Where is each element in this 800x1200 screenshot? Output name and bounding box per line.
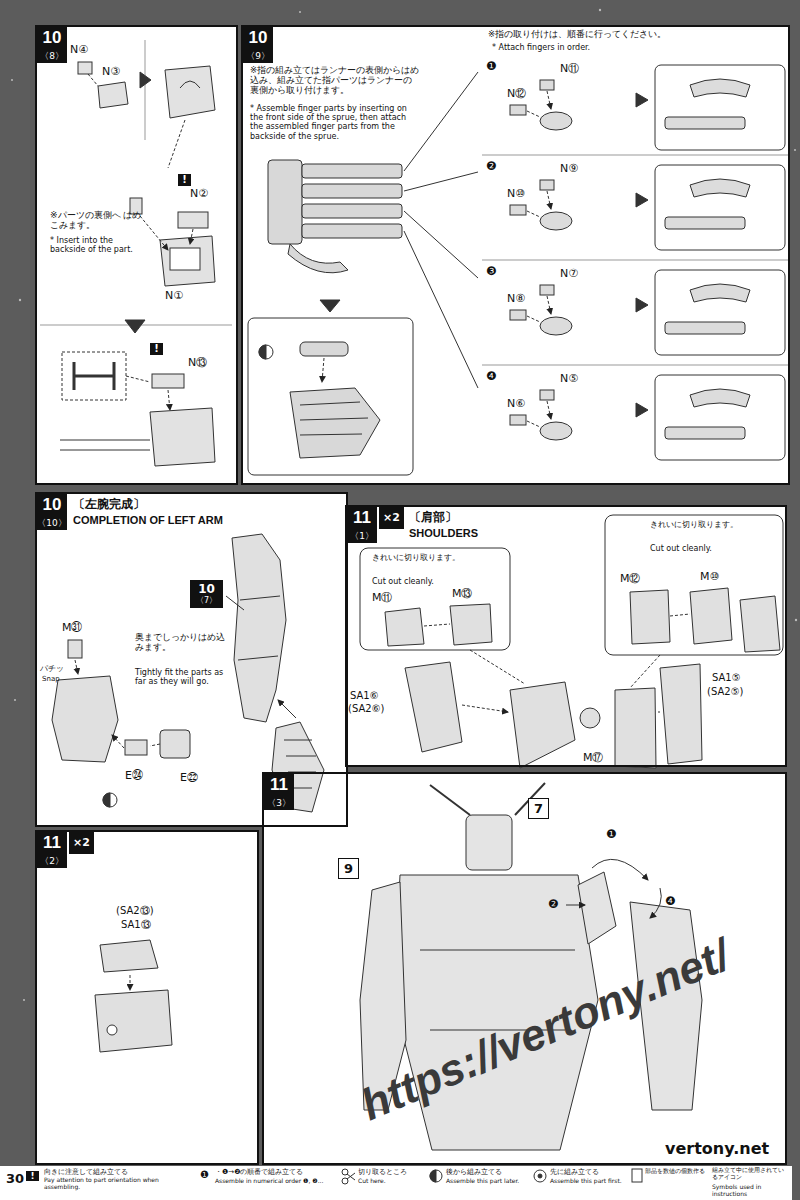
part-label: M⑰ [583,752,604,765]
part-label: (SA2⑥) [348,703,385,715]
legend-note-en: Assemble this part later. [446,1178,536,1185]
legend-note-en: Cut here. [358,1178,386,1185]
part-label: N③ [102,66,120,79]
order-number: ❶ [200,1169,209,1181]
note-en: Cut out cleanly. [372,577,434,586]
legend-note-en: Pay attention to part orientation when a… [44,1177,194,1191]
part-label: (SA2⑬) [116,905,154,917]
part-label: E㉒ [180,772,198,785]
quantity-badge: ×2 [69,832,94,854]
step-number: 10 [37,494,67,516]
part-label: E㉔ [125,770,143,783]
order-number: ❹ [486,370,497,384]
page-number: 30 [6,1172,24,1187]
note-en: * Attach fingers in order. [492,43,590,52]
part-label: M㉛ [62,622,83,635]
sub-step-number: 〈3〉 [264,796,294,810]
note: ※指の組み立てはランナーの表側からはめ込み、組み立てた指パーツはランナーの裏側か… [250,66,420,95]
step-number: 10 [37,27,67,49]
sub-step-number: 〈9〉 [243,49,273,63]
part-label: N② [190,188,208,201]
quantity-badge: ×2 [379,507,404,529]
callout-number: 7 [533,801,544,816]
legend-note-en: Assemble this part first. [550,1178,635,1185]
legend-note: 向きに注意して組み立てる [44,1168,194,1176]
note-en: Cut out cleanly. [650,544,712,553]
note-en: * Assemble finger parts by inserting on … [250,104,420,141]
note: ※指の取り付けは、順番に行ってください。 [488,30,748,40]
note: きれいに切り取ります。 [650,520,750,529]
callout-box: 7 [528,798,549,819]
part-label: SA1⑤ [712,672,741,684]
reference-badge: 10〈7〉 [190,580,223,608]
part-label: N④ [70,44,88,57]
note: ※パーツの裏側へ はめこみます。 [50,210,145,231]
step-number: 10 [243,27,273,49]
sound-label: パチッ [40,664,64,673]
part-label: SA1⑥ [350,690,379,702]
order-number: ❶ [486,60,497,74]
part-label: N⑨ [560,163,578,176]
section-title-en: COMPLETION OF LEFT ARM [73,514,223,526]
legend-note: 組み立て中に使用されているアイコン [712,1167,788,1181]
part-label: N⑤ [560,373,578,386]
order-number: ❶ [606,828,617,842]
note: 奥までしっかりはめ込みます。 [135,632,230,653]
step-number: 10 [194,582,219,596]
step-panel: 11×2 〔肩部〕〈1〉 SHOULDERS [345,505,787,767]
callout-number: 9 [343,861,354,876]
part-label: N⑧ [507,293,525,306]
section-title: 〔左腕完成〕 [73,496,145,513]
part-label: N① [165,290,183,303]
legend-note-en: Symbols used in instructions [712,1184,790,1198]
step-number: 11 [37,832,67,854]
part-label: N⑫ [507,88,526,101]
sub-step-number: 〈7〉 [194,596,219,606]
legend-note: 切り取るところ [358,1168,407,1176]
part-label: M⑬ [452,588,473,601]
part-label: M⑫ [620,573,641,586]
legend-note: 先に組み立てる [550,1168,599,1176]
caution-icon: ! [178,174,191,186]
part-label: N⑩ [507,188,525,201]
caution-icon: ! [150,343,163,355]
sound-label: Snap [42,675,60,683]
callout-box: 9 [338,858,359,879]
part-label: M⑩ [700,571,719,584]
part-label: (SA2⑤) [707,686,744,698]
part-label: SA1⑬ [121,919,151,931]
sub-step-number: 〈1〉 [347,529,377,543]
part-label: N⑬ [188,357,207,370]
part-label: N⑦ [560,268,578,281]
section-title: 〔肩部〕 [409,509,457,526]
watermark: vertony.net [665,1140,769,1158]
caution-icon: ! [26,1171,39,1181]
part-label: N⑥ [507,398,525,411]
legend-note: ・❶→❷の順番で組み立てる [215,1168,345,1176]
note-en: Tightly fit the parts as far as they wil… [135,668,235,686]
step-panel: 10〈8〉 [35,25,238,485]
legend-note-en: Assemble in numerical order ❶, ❷... [215,1178,345,1185]
order-number: ❸ [486,265,497,279]
part-label: N⑪ [560,63,579,76]
legend-note: 後から組み立てる [446,1168,502,1176]
sub-step-number: 〈2〉 [37,854,67,868]
section-title-en: SHOULDERS [409,527,478,539]
part-label: M⑪ [372,592,393,605]
legend-note: 部品を数値の個数作る [645,1168,707,1175]
order-number: ❷ [486,160,497,174]
sub-step-number: 〈10〉 [37,516,67,530]
order-number: ❹ [665,895,676,909]
step-number: 11 [264,774,294,796]
step-panel: 11×2〈2〉 [35,830,259,1165]
order-number: ❷ [548,898,559,912]
sub-step-number: 〈8〉 [37,49,67,63]
step-number: 11 [347,507,377,529]
note-en: * Insert into the backside of the part. [50,236,145,254]
note: きれいに切り取ります。 [372,553,462,562]
